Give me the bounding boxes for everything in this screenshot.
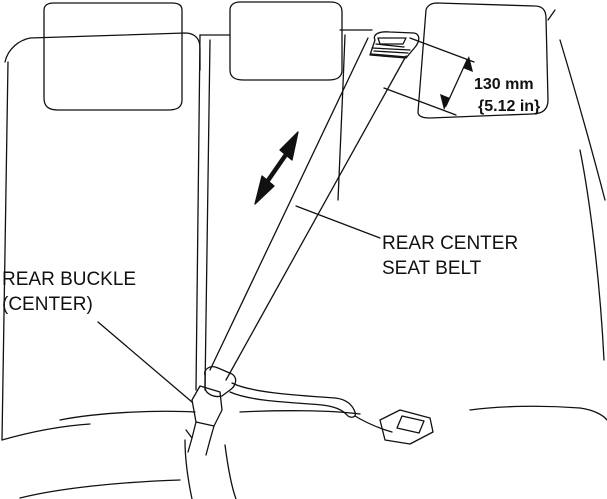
dimension-metric-label: 130 mm	[474, 76, 534, 93]
seat-belt-leader	[295, 205, 381, 239]
seat-cushion	[1, 405, 607, 499]
seat-belt-label-line1: REAR CENTER	[382, 233, 519, 254]
buckle-label-line1: REAR BUCKLE	[2, 269, 137, 290]
buckle-leader	[97, 321, 193, 403]
buckle-label-line2: (CENTER)	[2, 294, 93, 315]
dimension-imperial-label: {5.12 in}	[478, 98, 541, 115]
rear-buckle-center	[185, 366, 237, 456]
headrest-center	[229, 1, 343, 81]
headrest-left	[43, 2, 183, 111]
headrest-right	[417, 2, 549, 119]
seat-belt-label-line2: SEAT BELT	[382, 258, 482, 279]
center-seat-belt	[209, 31, 434, 445]
seat-back	[1, 9, 606, 441]
adjustment-arrow-icon	[254, 131, 299, 205]
